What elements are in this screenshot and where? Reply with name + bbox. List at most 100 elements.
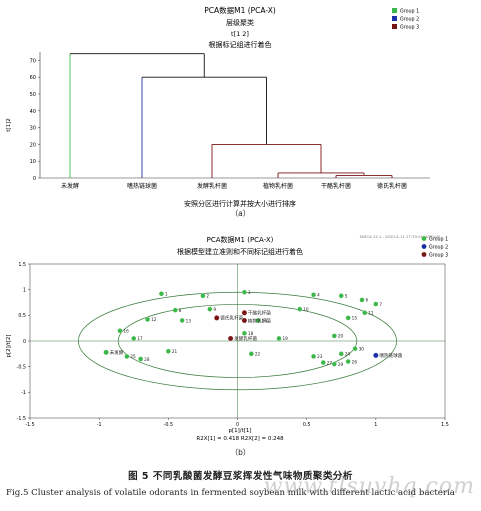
- dendrogram-leaf-label: 德氏乳杆菌: [377, 182, 407, 190]
- pca-point: [331, 361, 337, 367]
- dendrogram-subtitle2: t[1 2]: [231, 30, 249, 38]
- pca-panel: PCA数据M1 (PCA-X) 根据模型建立准则和不同标记组进行着色 SIMCA…: [0, 228, 481, 460]
- pca-y-tick-label: 1: [23, 287, 26, 293]
- legend-swatch: [392, 16, 397, 21]
- pca-point: [103, 349, 109, 356]
- pca-y-tick-label: -1: [21, 390, 26, 396]
- pca-point: [276, 335, 282, 341]
- dendrogram-subtitle3: 根据标记组进行着色: [209, 40, 272, 49]
- pca-point: [124, 353, 130, 359]
- pca-title: PCA数据M1 (PCA-X): [207, 235, 274, 244]
- pca-y-tick-label: -1.5: [17, 416, 26, 422]
- pca-point-label: 28: [144, 357, 150, 362]
- pca-point: [131, 335, 137, 341]
- dendrogram-y-tick-label: 60: [30, 75, 36, 81]
- pca-point-label: 23: [317, 354, 323, 359]
- pca-point: [345, 315, 351, 321]
- pca-point-label: 嗜热链球菌: [379, 352, 402, 359]
- pca-point-label: 9: [213, 307, 216, 312]
- pca-point-label: 未发酵: [110, 349, 124, 356]
- pca-point-label: 24: [345, 352, 351, 357]
- pca-point-label: 15: [352, 316, 358, 321]
- pca-point-label: 3: [248, 290, 251, 295]
- pca-point-label: 12: [151, 317, 157, 322]
- pca-point: [255, 317, 261, 324]
- pca-point-label: 德氏乳杆菌: [220, 315, 243, 322]
- dendrogram-y-tick-label: 10: [30, 159, 36, 165]
- pca-point-label: 13: [186, 318, 192, 323]
- pca-point: [362, 310, 368, 316]
- pca-point-label: 16: [123, 329, 129, 334]
- pca-point: [320, 360, 326, 366]
- pca-point: [241, 310, 248, 316]
- dendrogram-y-tick-label: 30: [30, 126, 36, 132]
- pca-x-tick-label: 0.5: [303, 422, 311, 428]
- pca-point: [373, 352, 379, 359]
- dendrogram-leaf-label: 未发酵: [61, 182, 79, 190]
- pca-y-tick-label: -0.5: [17, 364, 26, 370]
- pca-point: [338, 351, 344, 357]
- pca-correlation-ellipse: [78, 291, 397, 391]
- pca-point-label: 植物乳杆菌: [248, 317, 271, 324]
- dendrogram-leaf-label: 植物乳杆菌: [263, 182, 293, 190]
- legend-label: Group 2: [400, 17, 419, 23]
- pca-x-tick-label: -1: [97, 422, 102, 428]
- pca-point-label: 26: [352, 359, 358, 364]
- dendrogram-leaf-label: 干酪乳杆菌: [321, 182, 351, 190]
- pca-correlation-ellipse: [117, 304, 358, 378]
- panel-a-label: （a）: [230, 209, 251, 218]
- legend-label: Group 3: [400, 25, 419, 31]
- legend-label: Group 2: [429, 245, 448, 251]
- pca-point-label: 1: [165, 292, 168, 297]
- pca-ylabel: p[2]/t[2]: [6, 334, 12, 357]
- dendrogram-chart: PCA数据M1 (PCA-X) 层级聚类 t[1 2] 根据标记组进行着色 t[…: [6, 5, 430, 208]
- figure-caption-en: Fig.5 Cluster analysis of volatile odora…: [6, 488, 455, 498]
- dendrogram-ylabel: t[1]2: [6, 118, 12, 131]
- pca-subtitle: 根据模型建立准则和不同标记组进行着色: [177, 247, 303, 256]
- pca-point-label: 20: [338, 334, 344, 339]
- pca-point: [207, 306, 213, 312]
- figure-caption-cn: 图 5 不同乳酸菌发酵豆浆挥发性气味物质聚类分析: [128, 471, 353, 482]
- legend-label: Group 1: [400, 9, 419, 15]
- pca-point-label: 21: [172, 349, 178, 354]
- pca-y-tick-label: 1.5: [18, 262, 26, 268]
- dendrogram-y-tick-label: 0: [33, 176, 36, 182]
- pca-point: [227, 335, 234, 342]
- pca-point-label: 5: [345, 294, 348, 299]
- pca-point-label: 干酪乳杆菌: [248, 310, 271, 317]
- legend-swatch: [392, 24, 397, 29]
- pca-point-label: 7: [379, 302, 382, 307]
- pca-x-tick-label: 0: [236, 422, 239, 428]
- pca-point: [311, 353, 317, 359]
- pca-x-tick-label: -0.5: [164, 422, 173, 428]
- dendrogram-y-tick-label: 40: [30, 109, 36, 115]
- pca-point-label: 25: [130, 354, 136, 359]
- dendrogram-subtitle: 层级聚类: [226, 18, 254, 27]
- pca-point-label: 29: [338, 362, 344, 367]
- watermark: www.tlsuvhq.com: [263, 474, 475, 499]
- legend-swatch: [421, 236, 427, 241]
- pca-x-tick-label: 1: [374, 422, 377, 428]
- pca-x-tick-label: 1.5: [441, 422, 449, 428]
- pca-x-tick-label: -1.5: [25, 422, 34, 428]
- pca-point-label: 22: [255, 352, 261, 357]
- dendrogram-y-tick-label: 70: [30, 58, 36, 64]
- dendrogram-y-tick-label: 20: [30, 142, 36, 148]
- dendrogram-panel: PCA数据M1 (PCA-X) 层级聚类 t[1 2] 根据标记组进行着色 t[…: [0, 0, 481, 218]
- pca-point: [138, 356, 144, 362]
- pca-point: [311, 292, 317, 298]
- pca-point-label: 17: [137, 336, 143, 341]
- pca-scatter-chart: PCA数据M1 (PCA-X) 根据模型建立准则和不同标记组进行着色 SIMCA…: [6, 234, 449, 442]
- pca-point: [158, 291, 164, 297]
- pca-point: [359, 297, 365, 303]
- pca-point-label: 2: [206, 294, 209, 299]
- legend-swatch: [421, 252, 427, 257]
- pca-point: [297, 306, 303, 312]
- pca-point: [241, 317, 248, 324]
- pca-point: [213, 315, 220, 321]
- pca-point-label: 4: [317, 293, 320, 298]
- pca-point-label: 27: [327, 360, 333, 365]
- pca-point: [338, 293, 344, 299]
- pca-point: [345, 358, 351, 365]
- pca-y-tick-label: 0: [23, 339, 26, 345]
